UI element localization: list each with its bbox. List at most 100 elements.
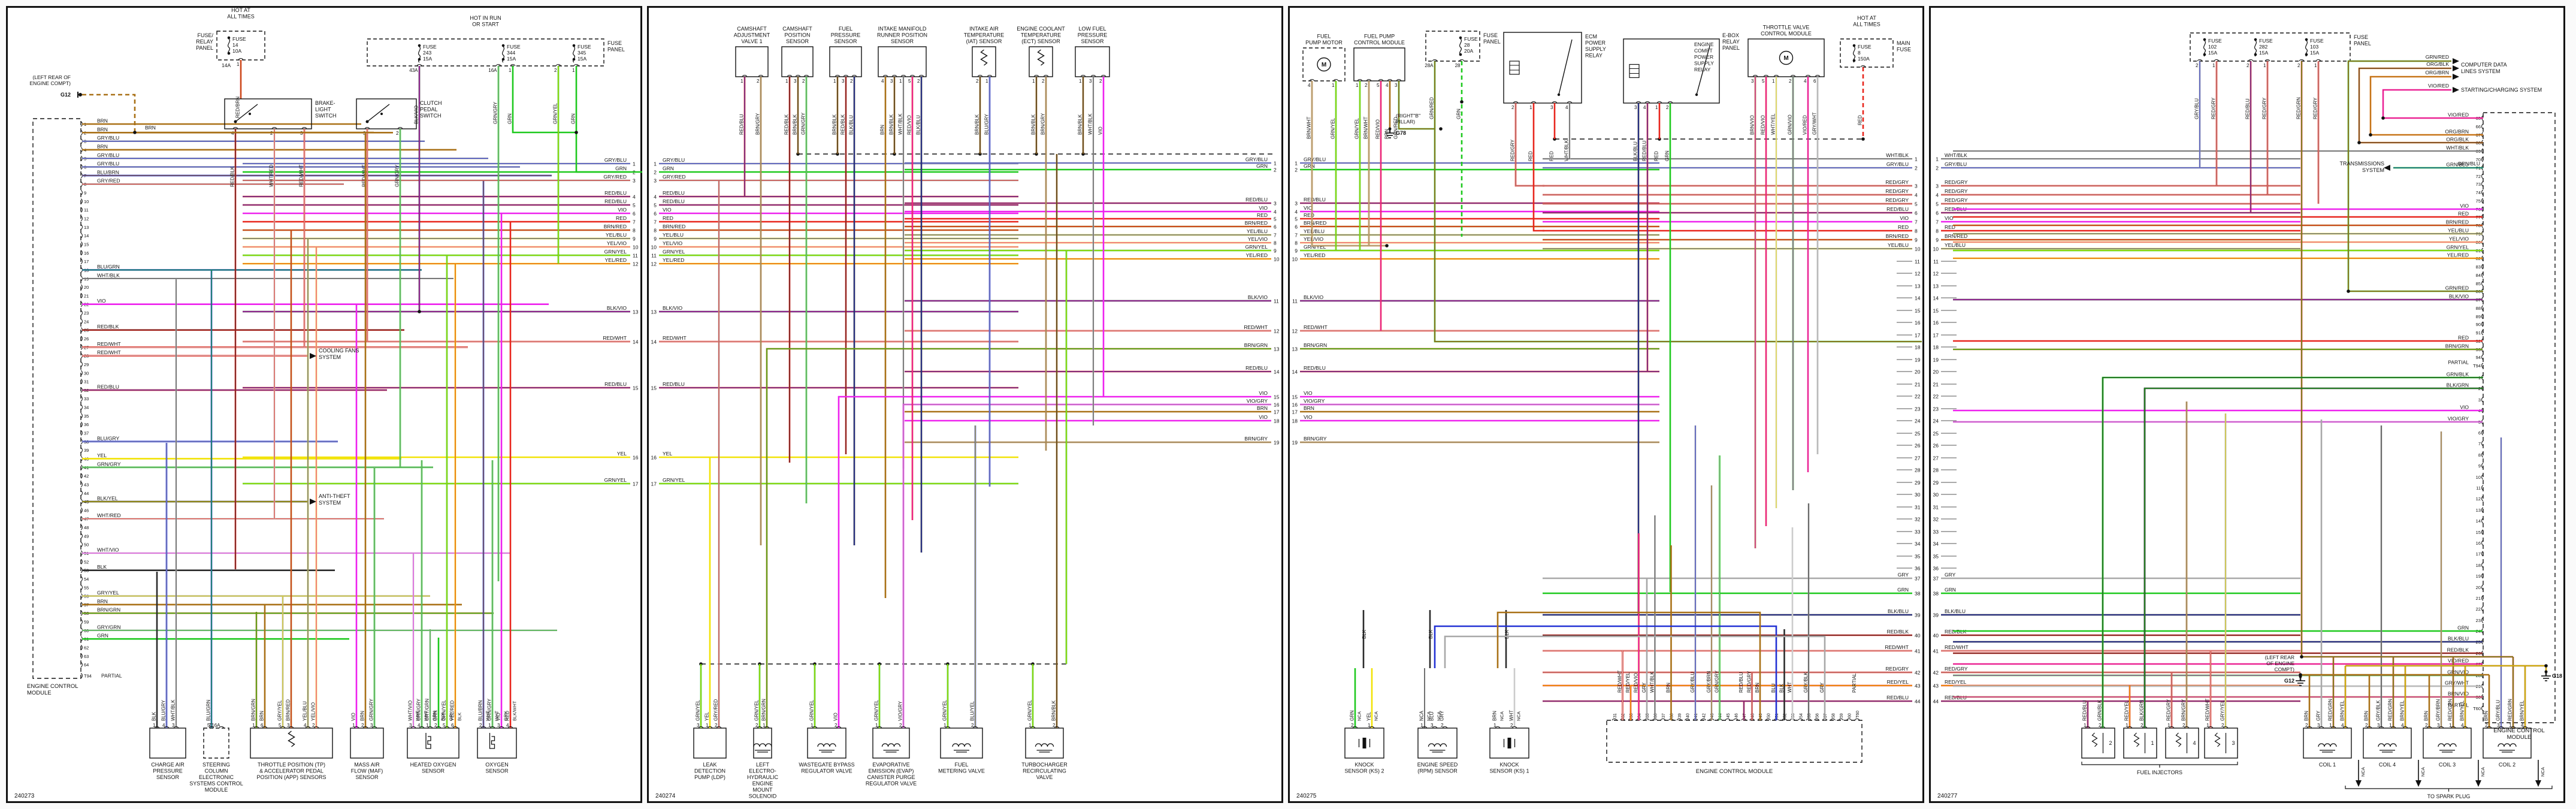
pin-bump-icon [80, 207, 83, 213]
label: 41 [1933, 648, 1939, 654]
label-rotated: VIO [1098, 126, 1103, 135]
pin-bump-icon [573, 64, 579, 67]
label: 1 [2206, 723, 2209, 728]
pin-bump-icon [2197, 59, 2203, 62]
pin-bump-icon [707, 726, 713, 729]
label: 85 [2476, 281, 2481, 286]
label: 3 [1550, 105, 1553, 110]
label: 32 [1915, 517, 1921, 523]
label: 2 [2140, 723, 2143, 728]
label: 8 [2478, 452, 2481, 458]
label: 7 [1915, 219, 1918, 225]
label: 34 [84, 405, 89, 410]
label: 11 [633, 253, 638, 259]
wire-blk-grn [2143, 387, 2483, 728]
pin-bump-icon [972, 726, 978, 729]
label: 32 [1933, 517, 1939, 523]
pin-bump-icon [80, 421, 83, 427]
label-rotated: BLK [1362, 629, 1367, 639]
label: FUEL INJECTORS [2137, 769, 2182, 775]
label: 4 [1915, 192, 1918, 198]
label: 5 [207, 723, 210, 728]
label: ELECTRO- [749, 768, 776, 774]
pin-bump-icon [305, 726, 311, 729]
pin-bump-icon [1798, 719, 1803, 721]
label: 17 [1274, 409, 1280, 415]
label-rotated: BRN/GRN [761, 699, 767, 721]
label: 70 [2476, 157, 2481, 162]
label: VIO [2460, 203, 2469, 209]
label-rotated: GRY/BLU [1690, 672, 1695, 693]
label: 35 [1933, 554, 1939, 560]
label: 3 [794, 79, 797, 84]
label-rotated: WHT [424, 711, 429, 721]
label-rotated: BRN [1492, 711, 1498, 721]
label: 1 [1079, 79, 1082, 84]
label: TEMPERATURE [964, 32, 1004, 38]
label: 43A [409, 68, 418, 73]
label: 75 [2476, 198, 2481, 204]
label: 1 [1029, 723, 1032, 728]
label: 40 [1915, 633, 1921, 639]
pin-bump-icon [1701, 719, 1706, 721]
pin-bump-icon [80, 447, 83, 453]
label: 7 [1936, 219, 1939, 225]
label: FUSE [2310, 38, 2324, 44]
label-rotated: 57 [1824, 713, 1828, 718]
label: 84 [2476, 273, 2481, 278]
label: 2 [1099, 79, 1102, 84]
label: 22 [1933, 394, 1939, 400]
wire-stripe [2348, 61, 2483, 292]
label: 15 [1915, 308, 1921, 314]
pin-bump-icon [1635, 101, 1641, 104]
label: 10 [1274, 256, 1280, 262]
pin-bump-icon [1773, 75, 1779, 77]
label: 3 [633, 178, 636, 184]
pin-bump-icon [2481, 272, 2484, 278]
label-rotated: BLK [1779, 683, 1785, 693]
label-rotated: GRY/GRN [425, 699, 430, 721]
label-rotated: BRN/YEL [2520, 700, 2525, 721]
label: SYSTEM [2362, 167, 2384, 173]
label-rotated: BRN/BLK [793, 114, 798, 135]
label-rotated: GRY/BLK [1803, 672, 1809, 693]
label-rotated: RED/BRN [235, 96, 241, 118]
junction-dot [418, 310, 421, 313]
label: RECIRCULATING [1023, 768, 1066, 774]
label: 23 [1933, 406, 1939, 412]
label-rotated: RED/VIO [907, 115, 912, 135]
label: 3 [363, 131, 366, 136]
label: 33 [84, 396, 89, 402]
label-rotated: GRY/RED [713, 699, 719, 721]
wire-stripe [903, 404, 905, 728]
pin-bump-icon [1333, 79, 1339, 81]
label: RED/GRY [1945, 197, 1968, 203]
label: 1 [2151, 740, 2154, 746]
label: FUSE [507, 44, 521, 50]
label-rotated: 54 [1800, 713, 1804, 718]
label-rotated: WHT/BLK [898, 113, 903, 135]
label: 2 [1295, 167, 1298, 173]
pin-bump-icon [1846, 719, 1852, 721]
label: 3 [2377, 723, 2380, 728]
label: 17 [1933, 333, 1939, 339]
label: 2 [1053, 723, 1056, 728]
label: 1 [2509, 723, 2512, 728]
label: & ACCELERATOR PEDAL [259, 768, 323, 774]
label-rotated: BRN [1666, 683, 1671, 693]
pin-bump-icon [1442, 726, 1448, 729]
label-rotated: 40 [1686, 713, 1691, 718]
label: GRY/BLU [1886, 161, 1909, 167]
label: VIO [618, 207, 627, 213]
panel-id: 240273 [14, 793, 35, 799]
pin-bump-icon [835, 75, 840, 77]
label-rotated: RED/WHT [1617, 671, 1623, 693]
panel-id: 240275 [1296, 793, 1317, 799]
label: 5 [1915, 201, 1918, 207]
label: GRN/GRY [97, 461, 121, 467]
label: 2 [1511, 105, 1514, 110]
pin-bump-icon [900, 75, 906, 77]
pin-bump-icon [80, 473, 83, 479]
